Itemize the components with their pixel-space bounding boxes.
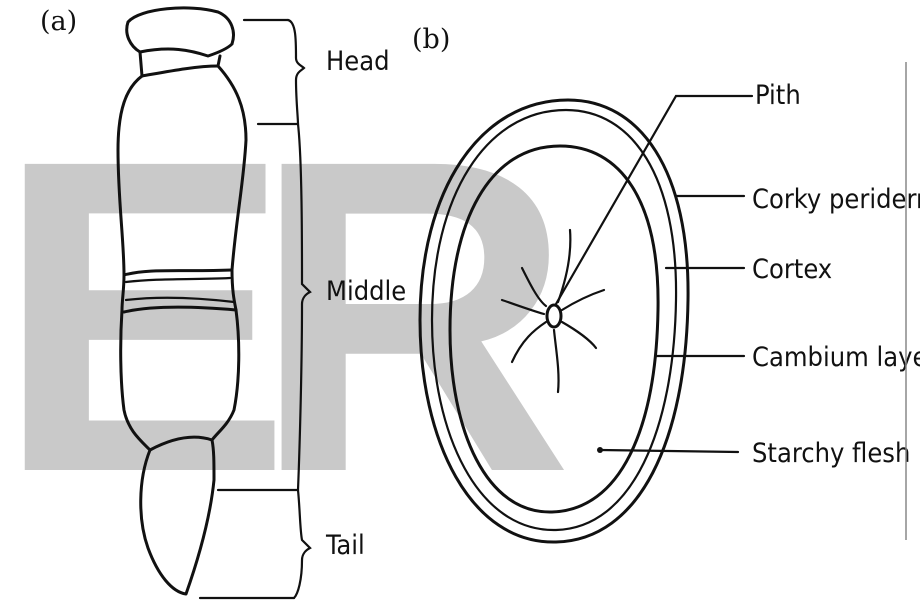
label-cortex: Cortex [752,254,832,285]
label-starchy-flesh: Starchy flesh [752,438,910,469]
cambium-ring [448,144,660,514]
panel-a-letter: (a) [40,6,77,37]
panel-a: (a) [40,6,406,600]
region-brackets [198,18,312,600]
label-head: Head [326,46,390,77]
label-pith: Pith [755,80,801,111]
label-tail: Tail [325,530,365,561]
root-outline [116,6,248,596]
vascular-strands [500,228,606,394]
pith-center [545,303,563,329]
corky-periderm-ring [418,98,690,544]
label-middle: Middle [326,276,406,307]
label-corky-periderm: Corky periderm [752,184,920,215]
cross-section [418,98,690,544]
panel-b-letter: (b) [412,24,450,55]
leader-lines [554,94,754,454]
label-cambium-layer: Cambium layer [752,342,920,373]
panel-b: (b) [412,24,920,544]
